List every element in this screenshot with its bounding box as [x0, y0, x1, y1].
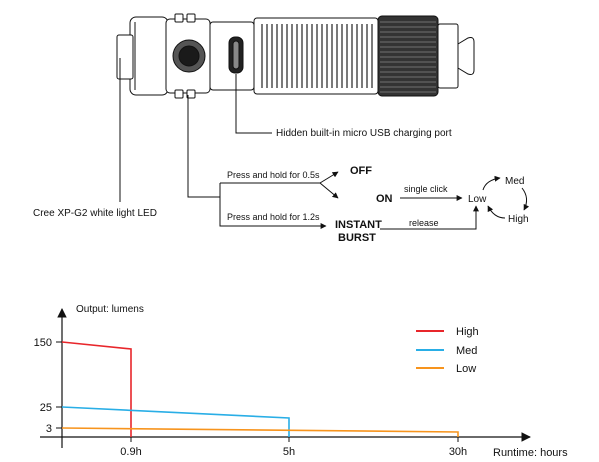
- y-tick-label: 25: [40, 402, 52, 414]
- y-tick-label: 150: [34, 337, 52, 349]
- hold-short-label: Press and hold for 0.5s: [227, 170, 320, 180]
- legend-label-high: High: [456, 326, 479, 338]
- mode-cycle: Low Med High: [468, 175, 530, 225]
- x-tick-label: 0.9h: [120, 446, 141, 458]
- x-tick-label: 30h: [449, 446, 467, 458]
- mode-low-label: Low: [468, 194, 487, 205]
- flashlight-body: [253, 17, 379, 95]
- led-callout: Cree XP-G2 white light LED: [33, 58, 157, 219]
- on-label: ON: [376, 193, 393, 205]
- legend-label-med: Med: [456, 345, 477, 357]
- burst-label: BURST: [338, 232, 376, 244]
- series-line-high: [61, 341, 132, 437]
- x-axis-label: Runtime: hours: [493, 447, 568, 459]
- hold-long-label: Press and hold for 1.2s: [227, 212, 320, 222]
- mode-high-label: High: [508, 214, 529, 225]
- y-tick-label: 3: [46, 423, 52, 435]
- series-line-med: [61, 406, 290, 437]
- series-line-low: [61, 427, 459, 437]
- x-tick-label: 5h: [283, 446, 295, 458]
- usb-collar: [209, 21, 255, 91]
- instant-label: INSTANT: [335, 219, 382, 231]
- runtime-chart: Output: lumens Runtime: hours 150 25 3 0…: [34, 304, 568, 459]
- flashlight-illustration: [116, 13, 475, 99]
- switch-section: [165, 13, 211, 99]
- legend: High Med Low: [416, 326, 479, 375]
- usb-callout: Hidden built-in micro USB charging port: [235, 74, 452, 139]
- usb-port-label: Hidden built-in micro USB charging port: [276, 128, 452, 139]
- off-label: OFF: [350, 165, 372, 177]
- release-label: release: [409, 218, 439, 228]
- mode-med-label: Med: [505, 176, 524, 187]
- flashlight-head: [116, 16, 169, 96]
- tail-cap: [377, 15, 475, 97]
- mode-flow: [187, 95, 479, 230]
- single-click-label: single click: [404, 184, 448, 194]
- y-axis-label: Output: lumens: [76, 304, 144, 315]
- led-label: Cree XP-G2 white light LED: [33, 208, 157, 219]
- legend-label-low: Low: [456, 363, 476, 375]
